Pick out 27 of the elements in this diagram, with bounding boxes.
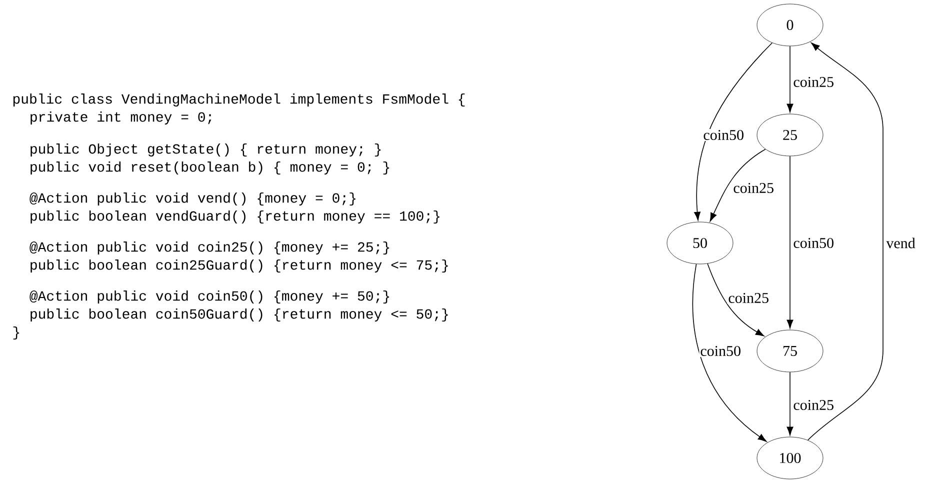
arrow (786, 156, 794, 328)
edge-label: coin25 (727, 292, 770, 304)
edge-label: coin25 (792, 398, 836, 412)
edge-label: coin50 (699, 344, 742, 358)
code-line: @Action public void vend() {money = 0;} (30, 192, 356, 206)
code-line: public boolean coin50Guard() {return money <= 50;} (30, 308, 448, 322)
edge-label: coin50 (792, 236, 836, 250)
code-line: @Action public void coin25() {money += 25;} (30, 241, 390, 255)
edge-label: coin50 (702, 128, 746, 142)
code-line: private int money = 0; (30, 111, 212, 125)
arrow (692, 264, 767, 442)
arrow (694, 42, 773, 220)
code-line: @Action public void coin50() {money += 50;} (30, 290, 390, 304)
code-line: public void reset(boolean b) { money = 0; } (30, 161, 390, 175)
code-line: public Object getState() { return money; } (30, 143, 381, 157)
arrow (786, 372, 794, 436)
arrow (710, 148, 766, 222)
arrow (707, 263, 764, 336)
code-line: } (13, 326, 20, 340)
arrow (807, 42, 884, 441)
code-line: public class VendingMachineModel implements FsmModel { (13, 93, 465, 107)
edge-label: coin25 (792, 76, 836, 88)
code-line: public boolean vendGuard() {return money == 100;} (30, 210, 440, 224)
edge-label: coin25 (732, 182, 776, 194)
edge-label: vend (885, 236, 916, 250)
code-line: public boolean coin25Guard() {return money <= 75;} (30, 259, 448, 273)
arrow (786, 46, 794, 112)
